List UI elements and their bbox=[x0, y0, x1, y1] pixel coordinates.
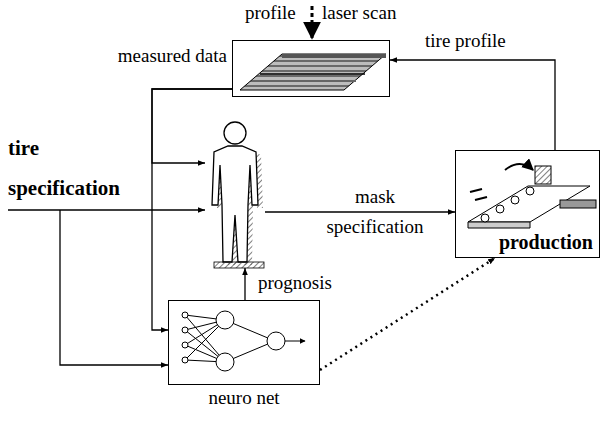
laser-scan-arrow bbox=[311, 6, 314, 38]
edge-label: prognosis bbox=[258, 272, 332, 294]
production-machine-picture bbox=[468, 164, 596, 228]
flow-arrow bbox=[152, 89, 232, 163]
scan-label: laser scan bbox=[322, 2, 396, 24]
flow-arrow bbox=[8, 209, 205, 210]
node-text: tire specification bbox=[8, 128, 143, 208]
node-text: neuro net bbox=[169, 387, 319, 409]
neural-net-picture bbox=[182, 311, 305, 371]
neuro-net-box: neuro net bbox=[168, 300, 320, 385]
operator-figure bbox=[212, 122, 264, 268]
dotted-arrow bbox=[320, 258, 495, 370]
edge-label: mask specification bbox=[315, 182, 435, 242]
profile-scan-picture bbox=[240, 54, 386, 90]
node-text: measured data bbox=[118, 45, 227, 67]
production-box: production bbox=[455, 150, 600, 258]
flow-arrow bbox=[265, 211, 455, 212]
scan-label: profile bbox=[245, 2, 296, 24]
flow-arrow bbox=[390, 60, 555, 150]
specification-source: tire specification bbox=[8, 128, 143, 208]
node-text: production bbox=[499, 231, 593, 253]
flow-arrow bbox=[244, 268, 245, 300]
operator-node bbox=[205, 118, 265, 268]
edge-label: tire profile bbox=[425, 30, 506, 52]
flow-arrow bbox=[60, 210, 168, 365]
measured-data-box: measured data bbox=[232, 40, 390, 97]
